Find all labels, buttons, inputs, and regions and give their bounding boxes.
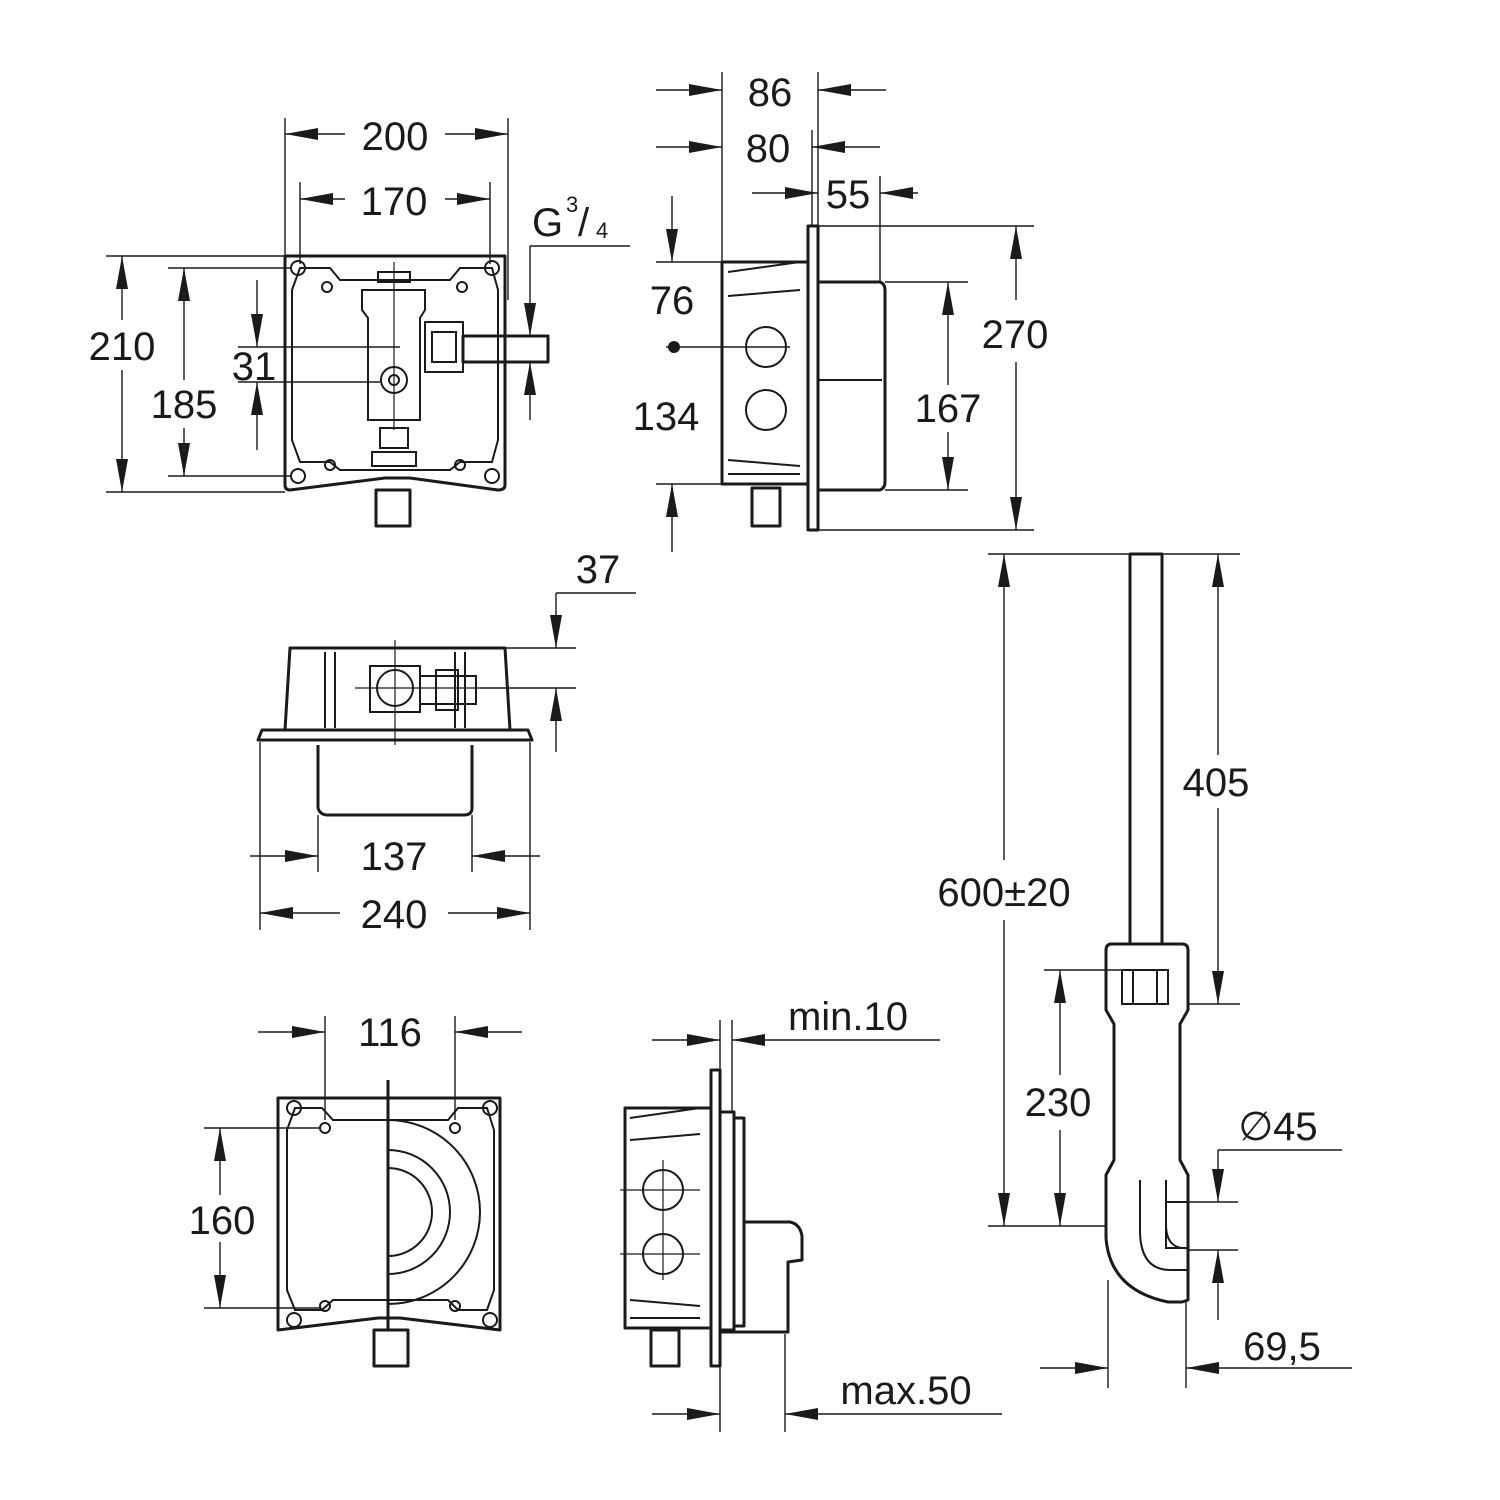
dim-76-134: 76 134 xyxy=(633,196,790,552)
dim-600: 600±20 xyxy=(937,553,1240,1227)
dim-80-label: 80 xyxy=(746,127,791,171)
dim-200-label: 200 xyxy=(362,115,429,159)
dim-240-label: 240 xyxy=(361,893,428,937)
dim-167: 167 xyxy=(885,281,982,491)
dim-max50: max.50 xyxy=(652,1334,1002,1432)
dim-116: 116 xyxy=(258,1011,522,1120)
top-view-box xyxy=(256,640,534,817)
dim-230-label: 230 xyxy=(1025,1081,1092,1125)
pipe-assembly xyxy=(1104,552,1190,1304)
dim-210-label: 210 xyxy=(89,325,156,369)
front-view-box xyxy=(283,254,550,528)
dim-167-label: 167 xyxy=(915,387,982,431)
dim-270-label: 270 xyxy=(982,313,1049,357)
dim-160: 160 xyxy=(189,1127,320,1309)
dim-31-label: 31 xyxy=(232,345,277,389)
dim-185: 185 xyxy=(151,267,292,477)
dim-600-label: 600±20 xyxy=(937,871,1070,915)
dim-80: 80 xyxy=(656,127,880,226)
dim-137: 137 xyxy=(250,815,540,879)
dim-86: 86 xyxy=(656,71,886,262)
dim-116-label: 116 xyxy=(358,1011,422,1055)
dim-37: 37 xyxy=(480,548,636,752)
dim-76-label: 76 xyxy=(650,279,695,323)
dim-134-label: 134 xyxy=(633,395,700,439)
dim-diameter-45: ∅45 xyxy=(1188,1105,1342,1320)
dim-230: 230 xyxy=(1025,969,1122,1226)
dim-min10-label: min.10 xyxy=(788,995,908,1039)
dim-55-label: 55 xyxy=(826,173,871,217)
dim-240: 240 xyxy=(259,742,531,937)
dim-270: 270 xyxy=(818,225,1049,531)
dim-137-label: 137 xyxy=(361,835,428,879)
dim-min10: min.10 xyxy=(652,995,940,1112)
dim-170: 170 xyxy=(299,180,491,264)
dim-thread: G 3 / 4 xyxy=(524,192,630,420)
dim-69-5: 69,5 xyxy=(1040,1280,1352,1388)
cover-front-box xyxy=(276,1080,502,1368)
dim-170-label: 170 xyxy=(361,180,428,224)
dim-69-5-label: 69,5 xyxy=(1243,1325,1321,1369)
dim-185-label: 185 xyxy=(151,383,218,427)
dim-405-label: 405 xyxy=(1183,761,1250,805)
dim-160-label: 160 xyxy=(189,1199,256,1243)
dim-86-label: 86 xyxy=(748,71,793,115)
dim-405: 405 xyxy=(1183,554,1250,1005)
dim-diameter-45-label: ∅45 xyxy=(1238,1105,1317,1149)
dim-31: 31 xyxy=(232,280,400,450)
dim-37-label: 37 xyxy=(576,548,621,592)
cover-side-box xyxy=(620,1068,804,1368)
dim-max50-label: max.50 xyxy=(840,1369,971,1413)
dim-210: 210 xyxy=(89,255,285,493)
dim-200: 200 xyxy=(284,115,509,300)
dim-55: 55 xyxy=(752,173,918,282)
thread-label: G 3 / 4 xyxy=(532,192,608,245)
